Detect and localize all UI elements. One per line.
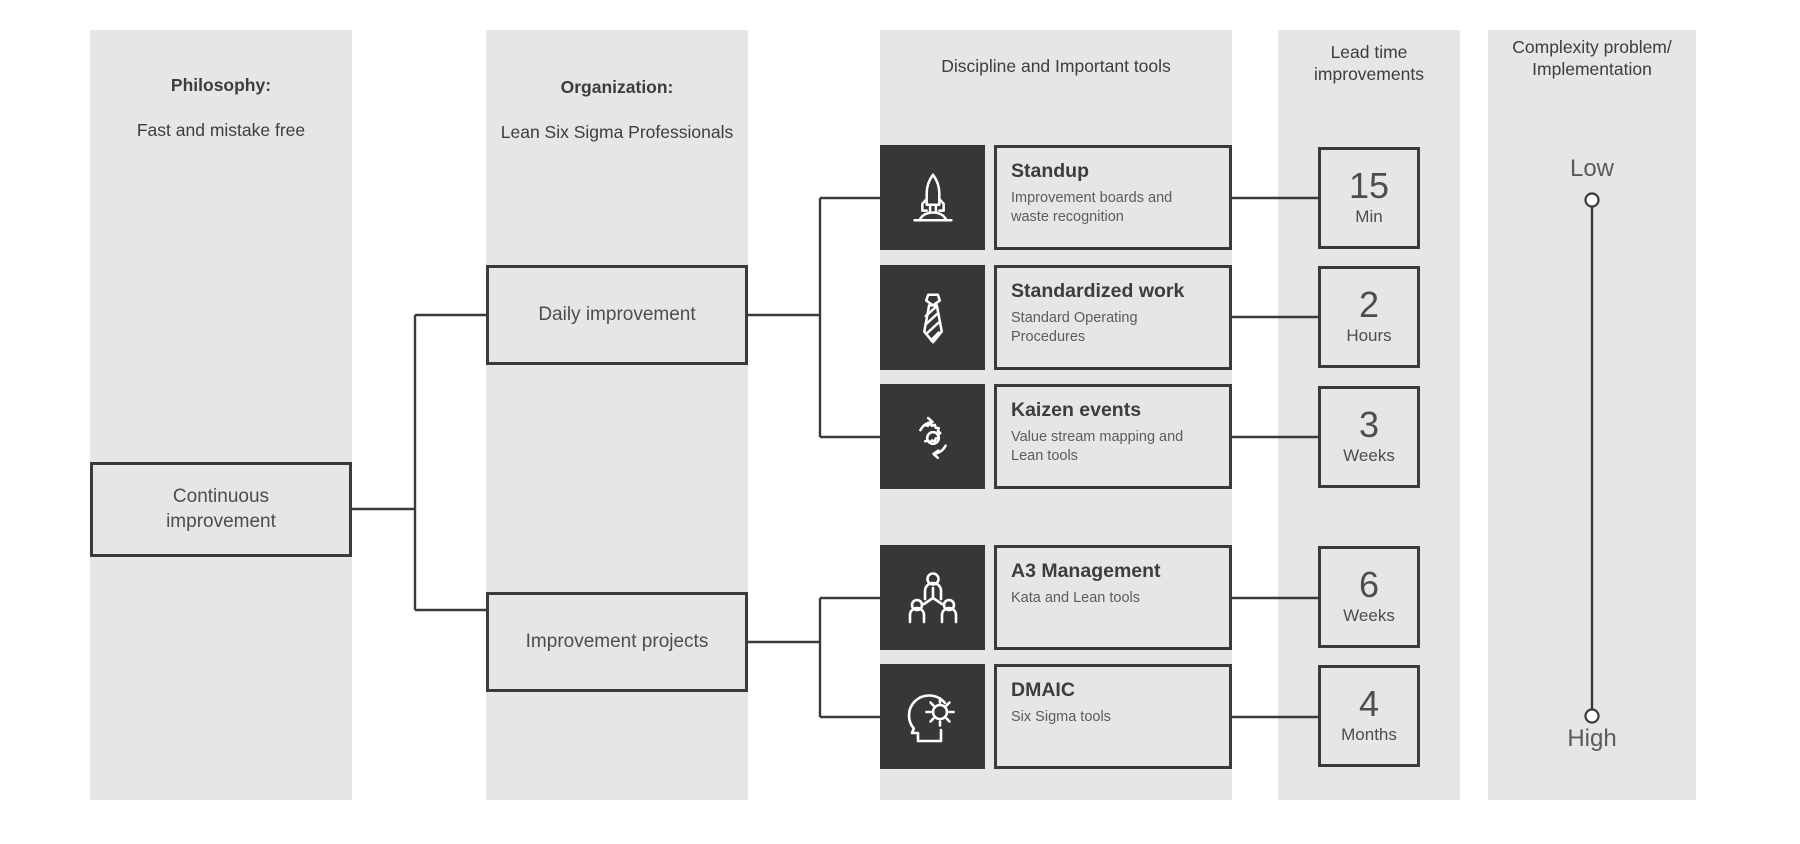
tool-description: Improvement boards and waste recognition [1011,190,1173,225]
tool-title: Standup [1011,160,1089,182]
complexity-scale-axis [1584,192,1600,724]
box-continuous-improvement[interactable]: Continuous improvement [90,462,352,557]
tool-title: Kaizen events [1011,399,1142,421]
rocket-icon [880,145,985,250]
tool-card-kaizen-events[interactable]: Kaizen events Value stream mapping and L… [994,384,1232,489]
lead-time-unit: Weeks [1343,605,1395,625]
lead-time-value: 3 [1358,403,1380,445]
lead-time-unit: Min [1355,206,1383,226]
lead-time-value: 4 [1358,682,1380,724]
tool-card-standardized-work[interactable]: Standardized work Standard Operating Pro… [994,265,1232,370]
column-title-leadtime: Lead time improvements [1314,42,1424,85]
tool-description: Value stream mapping and Lean tools [1011,429,1184,464]
column-band-philosophy [90,30,352,800]
column-title-philosophy: Philosophy: Fast and mistake free [90,52,352,164]
complexity-label-high: High [1567,725,1617,752]
team-icon [880,545,985,650]
lead-time-value: 6 [1358,563,1380,605]
lead-time-standup: 15 Min [1318,147,1420,249]
tool-card-a3-management[interactable]: A3 Management Kata and Lean tools [994,545,1232,650]
philosophy-heading: Philosophy: [170,75,272,96]
lead-time-unit: Months [1341,724,1397,744]
head-gear-icon [880,664,985,769]
lead-time-value: 2 [1358,283,1380,325]
tool-description: Standard Operating Procedures [1011,310,1138,345]
gear-cycle-icon [880,384,985,489]
box-daily-improvement[interactable]: Daily improvement [486,265,748,365]
column-title-complexity: Complexity problem/ Implementation [1512,37,1672,80]
lead-time-value: 15 [1348,164,1390,206]
column-title-discipline: Discipline and Important tools [941,56,1171,76]
lead-time-standardized-work: 2 Hours [1318,266,1420,368]
tool-title: Standardized work [1011,280,1185,302]
tool-card-dmaic[interactable]: DMAIC Six Sigma tools [994,664,1232,769]
organization-heading: Organization: [560,77,674,98]
tool-description: Kata and Lean tools [1011,590,1140,607]
lead-time-a3-management: 6 Weeks [1318,546,1420,648]
tool-title: DMAIC [1011,679,1075,701]
complexity-label-low: Low [1569,155,1615,182]
column-title-organization: Organization: Lean Six Sigma Professiona… [486,54,748,166]
lead-time-kaizen-events: 3 Weeks [1318,386,1420,488]
philosophy-subheading: Fast and mistake free [136,120,306,141]
organization-subheading: Lean Six Sigma Professionals [500,122,734,143]
necktie-icon [880,265,985,370]
lead-time-unit: Weeks [1343,445,1395,465]
lead-time-dmaic: 4 Months [1318,665,1420,767]
lead-time-unit: Hours [1346,325,1392,345]
box-improvement-projects[interactable]: Improvement projects [486,592,748,692]
tool-card-standup[interactable]: Standup Improvement boards and waste rec… [994,145,1232,250]
tool-title: A3 Management [1011,560,1161,582]
tool-description: Six Sigma tools [1011,709,1111,726]
